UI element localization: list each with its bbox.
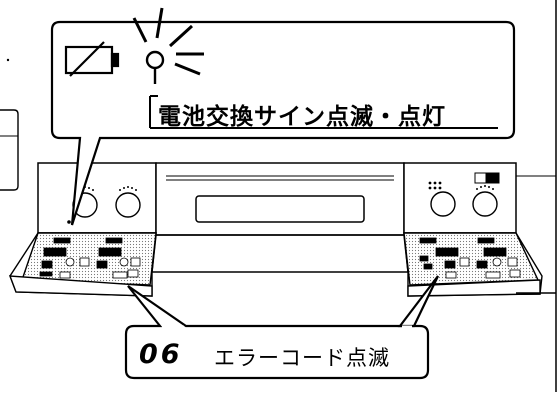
knobs	[72, 191, 498, 218]
error-code-value: 06	[139, 339, 183, 370]
side-panel	[0, 109, 19, 191]
knob-right-1	[430, 191, 456, 217]
knob-left-2	[115, 192, 141, 218]
battery-empty-icon	[64, 41, 120, 77]
dot-mark	[6, 58, 10, 62]
stove-body	[37, 162, 556, 273]
left-panel-controls	[39, 237, 141, 279]
error-code-callout	[124, 275, 439, 380]
grill-window	[195, 195, 365, 223]
right-control-panel	[403, 232, 543, 297]
knob-right-2	[472, 191, 498, 217]
wall-edge	[516, 0, 557, 392]
battery-sign-label: 電池交換サイン点滅・点灯	[158, 104, 446, 130]
right-panel-controls	[419, 237, 521, 279]
battery-callout	[50, 20, 516, 226]
ignition-switch	[474, 172, 500, 184]
blinking-lamp-icon	[132, 7, 204, 84]
error-code-label: エラーコード点滅	[214, 346, 390, 370]
